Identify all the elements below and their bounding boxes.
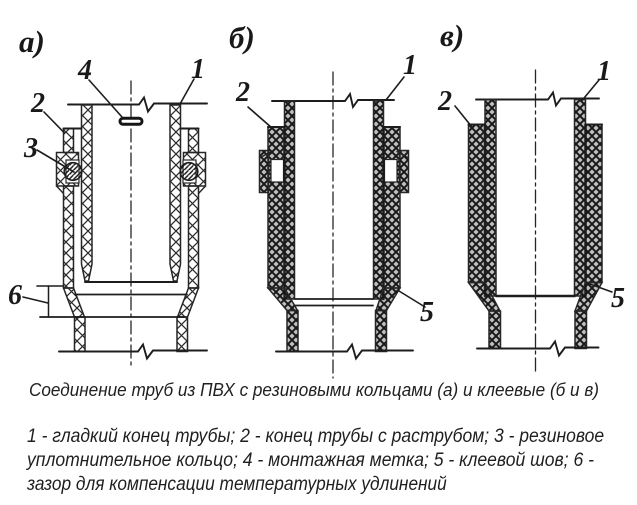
- svg-text:3: 3: [23, 133, 38, 164]
- svg-text:1: 1: [191, 54, 205, 85]
- svg-text:а): а): [19, 24, 45, 59]
- svg-text:1: 1: [597, 56, 611, 87]
- svg-text:1: 1: [403, 50, 417, 81]
- svg-text:в): в): [440, 18, 464, 53]
- svg-text:6: 6: [8, 280, 22, 311]
- svg-text:2: 2: [437, 86, 452, 117]
- svg-text:2: 2: [235, 77, 250, 108]
- svg-text:б): б): [229, 20, 255, 55]
- svg-text:5: 5: [611, 283, 625, 314]
- svg-text:5: 5: [420, 297, 434, 328]
- svg-text:4: 4: [77, 55, 92, 86]
- svg-text:2: 2: [30, 88, 45, 119]
